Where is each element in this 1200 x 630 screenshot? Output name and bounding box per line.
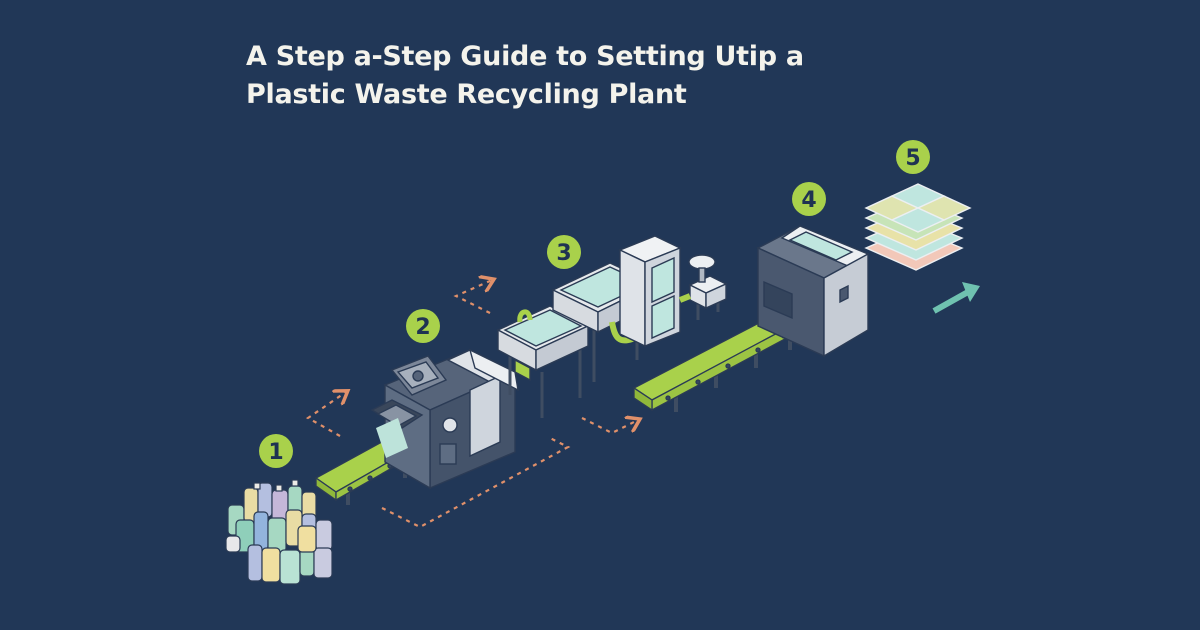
step-badge-3: 3: [547, 235, 581, 269]
flow-arrow-3-4: [581, 418, 638, 435]
step-number-5: 5: [905, 146, 920, 171]
output-arrow-icon: [932, 282, 980, 314]
flow-arrow-bottom: [381, 436, 571, 529]
flow-arrows: [305, 280, 638, 529]
page-title: A Step a-Step Guide to Setting Utip a Pl…: [246, 38, 804, 114]
flow-arrow-2-3: [453, 280, 492, 314]
step-badge-5: 5: [896, 140, 930, 174]
step-badge-1: 1: [259, 434, 293, 468]
pellet-bags-stack-icon: [864, 183, 972, 271]
step-number-1: 1: [268, 440, 283, 465]
step-badge-4: 4: [792, 182, 826, 216]
step-badge-2: 2: [406, 309, 440, 343]
step-number-2: 2: [415, 315, 430, 340]
title-line-1: A Step a-Step Guide to Setting Utip a: [246, 41, 804, 72]
shredder-machine-icon: [370, 348, 519, 490]
title-line-2: Plastic Waste Recycling Plant: [246, 79, 687, 110]
flow-arrow-1-2: [305, 392, 346, 437]
plastic-bottles-pile-icon: [225, 479, 333, 585]
pelletizer-machine-icon: [756, 225, 870, 358]
step-number-4: 4: [801, 188, 816, 213]
step-number-3: 3: [556, 241, 571, 266]
washing-tanks-icon: [496, 235, 728, 418]
